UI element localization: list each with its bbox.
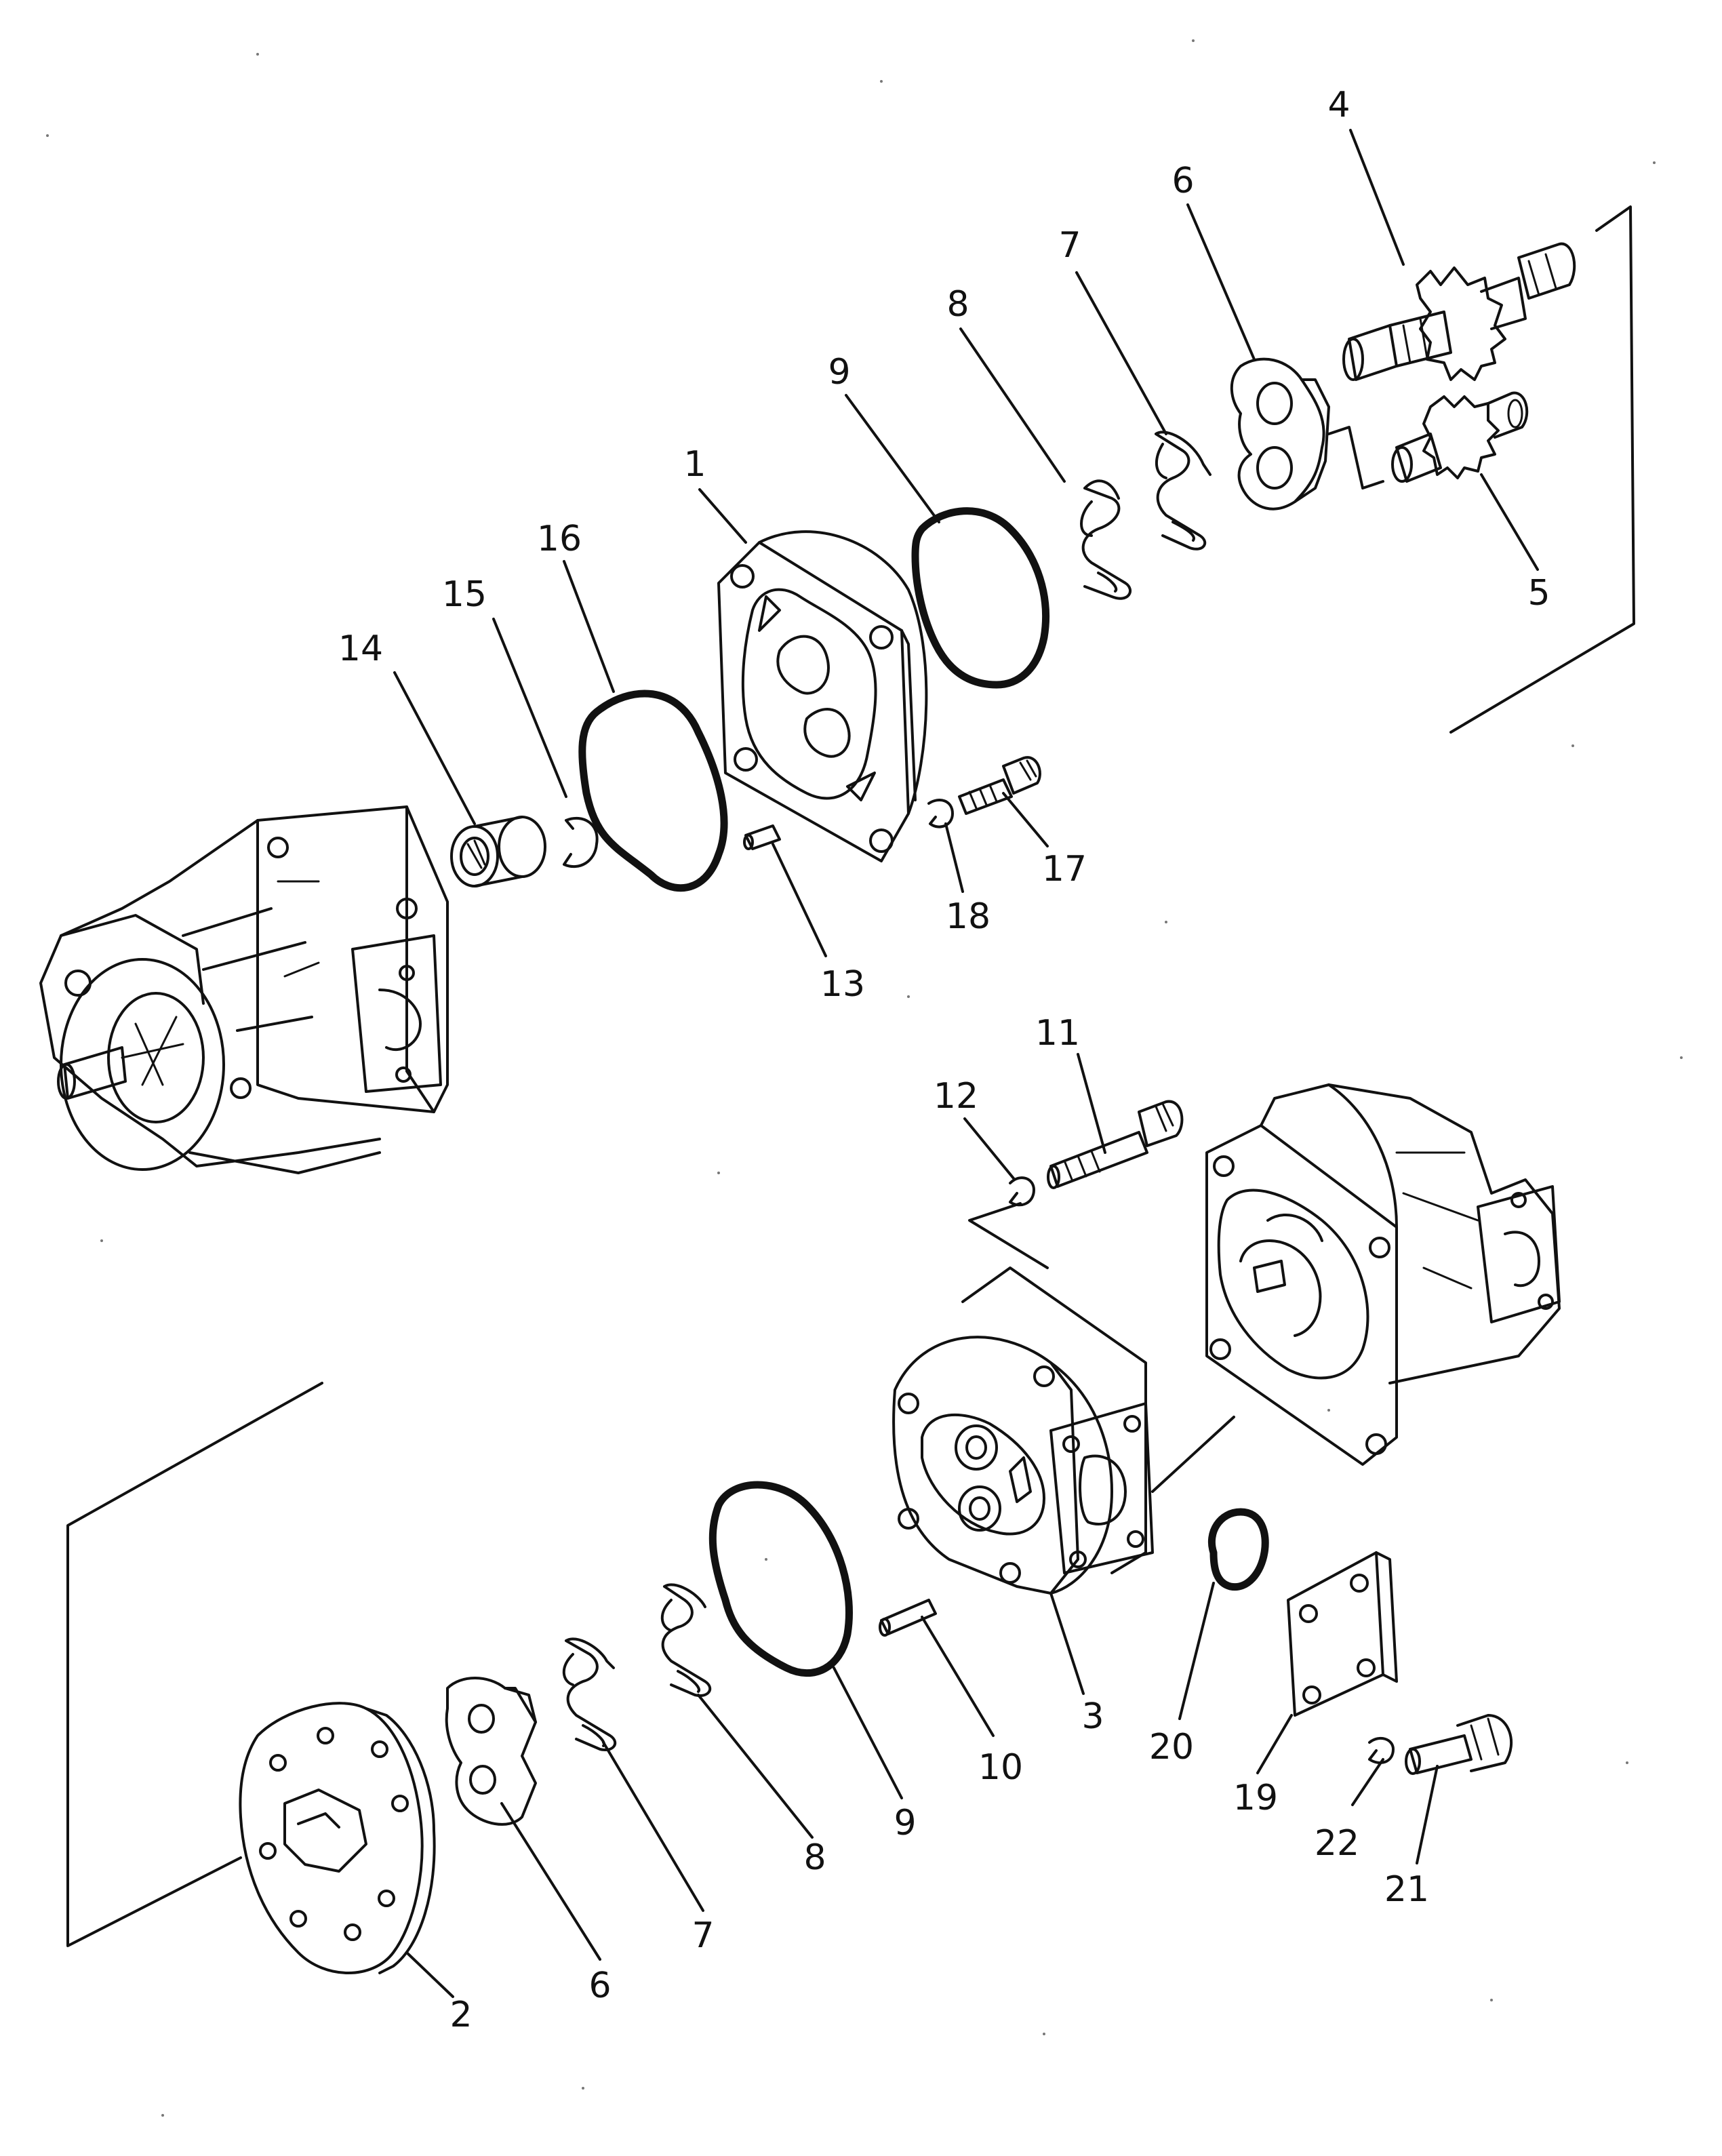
- callout-13: 13: [820, 964, 865, 1005]
- callout-7-top: 7: [1058, 225, 1081, 266]
- end-cover-part-2: [239, 1702, 436, 1974]
- callout-22: 22: [1315, 1823, 1359, 1864]
- callout-3: 3: [1081, 1696, 1104, 1737]
- callout-21: 21: [1384, 1869, 1429, 1910]
- callout-12: 12: [934, 1076, 978, 1117]
- callout-labels: 1 2 3 4 5 6 6 7 7 8 8 9 9 10 11 12 13 14…: [338, 85, 1550, 2035]
- pump-assembly-front: [39, 805, 449, 1174]
- callout-18: 18: [946, 896, 990, 937]
- top-assembly-bracket-line: [1327, 205, 1635, 734]
- connector-zigzag: [968, 1202, 1049, 1269]
- cover-plate-part-19: [1287, 1551, 1398, 1717]
- callout-6-top: 6: [1172, 161, 1194, 201]
- callout-5: 5: [1527, 573, 1550, 614]
- washer-part-18: [927, 799, 954, 829]
- o-ring-part-9-top: [911, 507, 1049, 689]
- bolt-part-21: [1405, 1714, 1513, 1775]
- callout-15: 15: [442, 574, 487, 615]
- callout-14: 14: [338, 628, 383, 669]
- callout-8-bottom: 8: [803, 1837, 826, 1878]
- callout-16: 16: [537, 519, 582, 559]
- dowel-pin-part-10: [879, 1599, 937, 1637]
- backup-seal-part-8-top: [1080, 479, 1132, 600]
- callout-17: 17: [1042, 849, 1087, 890]
- snap-ring-part-15: [563, 816, 599, 869]
- callout-1: 1: [683, 444, 706, 485]
- scan-noise: [46, 39, 1683, 2117]
- washer-part-12: [1009, 1176, 1035, 1207]
- driven-gear-part-5: [1391, 391, 1529, 483]
- pump-body-part-3: [892, 1266, 1154, 1595]
- bushing-plate-part-6-bottom: [445, 1677, 537, 1826]
- callout-4: 4: [1327, 85, 1350, 125]
- callout-7-bottom: 7: [692, 1915, 714, 1956]
- callout-19: 19: [1233, 1778, 1278, 1818]
- needle-bearing-part-14: [450, 816, 546, 887]
- bottom-assembly-bracket-line: [66, 1382, 323, 1947]
- backup-seal-part-7-bottom: [562, 1637, 617, 1751]
- callout-2: 2: [449, 1995, 472, 2035]
- callout-20: 20: [1149, 1727, 1194, 1768]
- backup-seal-part-7-top: [1155, 431, 1212, 551]
- dowel-pin-part-13: [743, 824, 781, 850]
- o-ring-part-20: [1207, 1508, 1269, 1591]
- callout-10: 10: [978, 1747, 1023, 1788]
- drive-gear-part-4: [1342, 242, 1576, 381]
- pump-assembly-rear: [1205, 1083, 1561, 1466]
- callout-6-bottom: 6: [588, 1965, 611, 2006]
- bushing-plate-part-6-top: [1230, 357, 1330, 511]
- o-ring-part-9-bottom: [708, 1481, 853, 1677]
- callout-9-bottom: 9: [894, 1803, 916, 1843]
- callout-8-top: 8: [946, 284, 969, 325]
- flange-plate-part-1: [717, 530, 928, 862]
- washer-part-22: [1368, 1736, 1395, 1764]
- callout-11: 11: [1035, 1013, 1080, 1054]
- bolt-part-17: [958, 756, 1041, 815]
- backup-seal-part-8-bottom: [660, 1583, 712, 1697]
- bolt-part-11: [1047, 1100, 1184, 1189]
- o-ring-part-16: [578, 690, 728, 892]
- leader-lines: [393, 129, 1539, 1998]
- callout-9-top: 9: [828, 352, 850, 393]
